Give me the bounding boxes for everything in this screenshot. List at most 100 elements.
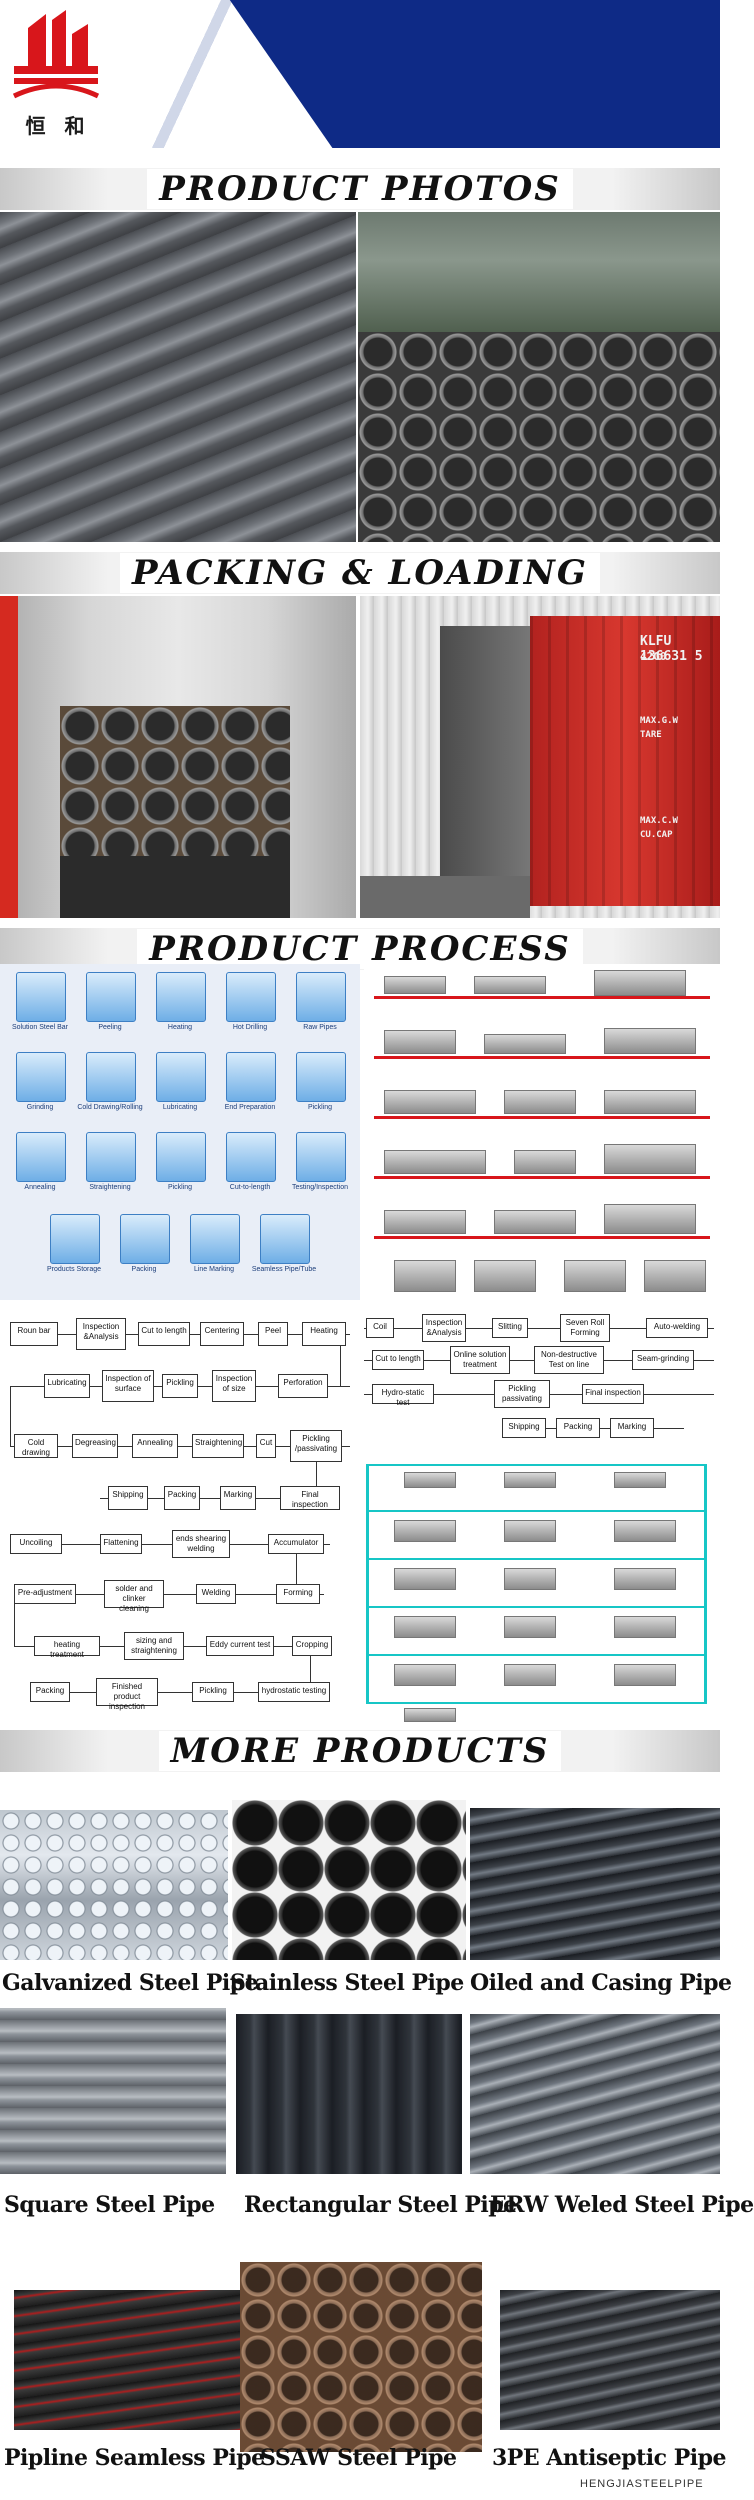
process-label: Annealing xyxy=(24,1184,56,1191)
flow-step: Pickling xyxy=(192,1682,234,1702)
flow-step: Marking xyxy=(610,1418,654,1438)
process-icon xyxy=(16,1132,66,1182)
process-icon xyxy=(16,1052,66,1102)
flow-step: Straightening xyxy=(192,1434,244,1458)
container-mark: MAX.G.W xyxy=(640,716,678,726)
process-label: Hot Drilling xyxy=(232,1024,268,1031)
erw-flowchart: Uncoiling Flattening ends shearing weldi… xyxy=(0,1528,360,1728)
flow-step: Pre-adjustment xyxy=(14,1584,76,1604)
product-label: Stainless Steel Pipe xyxy=(230,1970,464,1996)
process-label: End Preparation xyxy=(224,1104,276,1111)
flow-step: ends shearing welding xyxy=(172,1530,230,1558)
product-image-3pe xyxy=(500,2290,720,2430)
process-icon xyxy=(296,1132,346,1182)
flow-step: Hydro-static test xyxy=(372,1384,434,1407)
process-label: Testing/Inspection xyxy=(291,1184,349,1191)
process-icon xyxy=(226,972,276,1022)
flow-step: Welding xyxy=(196,1584,236,1604)
logo-text: 恒 和 xyxy=(25,114,91,138)
photo-pipe-ends xyxy=(358,332,720,542)
product-image-stainless xyxy=(232,1800,466,1960)
product-image-square xyxy=(0,2008,226,2174)
section-title: MORE PRODUCTS xyxy=(158,1731,562,1771)
product-image-seamless xyxy=(14,2290,240,2430)
process-icon xyxy=(156,1052,206,1102)
container-floor xyxy=(60,856,290,918)
flow-step: Pickling /passivating xyxy=(290,1430,342,1462)
process-icon xyxy=(86,1132,136,1182)
product-label: Square Steel Pipe xyxy=(4,2192,215,2218)
process-label: Products Storage xyxy=(46,1266,102,1273)
process-illustrated-diagram xyxy=(364,964,720,1300)
flow-step: Final inspection xyxy=(280,1486,340,1510)
flow-step: Cold drawing xyxy=(14,1434,58,1458)
flow-step: Flattening xyxy=(100,1534,142,1554)
flow-step: Cropping xyxy=(292,1636,332,1656)
header xyxy=(0,0,720,148)
process-icon xyxy=(86,972,136,1022)
section-title: PACKING & LOADING xyxy=(120,553,600,593)
process-icon xyxy=(226,1052,276,1102)
product-image-erw xyxy=(470,2014,720,2174)
container-inside xyxy=(440,626,530,876)
flow-step: Inspection &Analysis xyxy=(422,1314,466,1342)
container-type: 42G0 xyxy=(640,650,667,663)
container-mark: TARE xyxy=(640,730,662,740)
flow-step: Centering xyxy=(200,1322,244,1346)
section-title: PRODUCT PHOTOS xyxy=(147,169,573,209)
section-banner-packing: PACKING & LOADING xyxy=(0,552,720,594)
process-label: Lubricating xyxy=(162,1104,198,1111)
flow-step: Annealing xyxy=(132,1434,178,1458)
flow-step: sizing and straightening xyxy=(124,1632,184,1660)
process-label: Solution Steel Bar xyxy=(11,1024,69,1031)
container-mark: MAX.C.W xyxy=(640,816,678,826)
process-icon xyxy=(156,972,206,1022)
product-label: Pipline Seamless Pipe xyxy=(4,2445,265,2471)
flow-step: Cut xyxy=(256,1434,276,1458)
flow-step: Packing xyxy=(556,1418,600,1438)
process-label: Raw Pipes xyxy=(303,1024,337,1031)
product-image-galvanized xyxy=(0,1810,228,1960)
process-label: Pickling xyxy=(167,1184,193,1191)
container-id: KLFU 136631 5 xyxy=(640,634,703,664)
flow-step: Marking xyxy=(220,1486,256,1510)
flow-step: Shipping xyxy=(502,1418,546,1438)
flow-step: hydrostatic testing xyxy=(258,1682,330,1702)
flow-step: Roun bar xyxy=(10,1322,58,1346)
flow-step: Forming xyxy=(276,1584,320,1604)
welded-flowchart: Coil Inspection &Analysis Slitting Seven… xyxy=(364,1310,720,1450)
process-label: Packing xyxy=(131,1266,157,1273)
container-red-door: KLFU 136631 5 42G0 MAX.G.W TARE MAX.C.W … xyxy=(530,616,720,906)
flow-step: Inspection of surface xyxy=(102,1370,154,1402)
process-icon xyxy=(190,1214,240,1264)
flow-step: Seven Roll Forming xyxy=(560,1314,610,1342)
process-icon xyxy=(296,1052,346,1102)
process-label: Pickling xyxy=(307,1104,333,1111)
flow-step: Accumulator xyxy=(268,1534,324,1554)
flow-step: Pickling xyxy=(162,1374,198,1398)
process-label: Peeling xyxy=(98,1024,122,1031)
flow-step: Online solution treatment xyxy=(450,1346,510,1374)
flow-step: Inspection of size xyxy=(212,1370,256,1402)
section-banner-product-photos: PRODUCT PHOTOS xyxy=(0,168,720,210)
process-label: Heating xyxy=(167,1024,193,1031)
process-icon xyxy=(156,1132,206,1182)
flow-step: Lubricating xyxy=(44,1374,90,1398)
product-label: SSAW Steel Pipe xyxy=(260,2445,457,2471)
process-icon xyxy=(120,1214,170,1264)
building-logo-icon xyxy=(12,10,100,99)
section-banner-more-products: MORE PRODUCTS xyxy=(0,1730,720,1772)
flow-step: Packing xyxy=(164,1486,200,1510)
product-image-oiled-casing xyxy=(470,1808,720,1960)
section-banner-process: PRODUCT PROCESS xyxy=(0,928,720,970)
flow-step: Degreasing xyxy=(72,1434,118,1458)
process-cyan-diagram xyxy=(364,1450,720,1724)
process-label: Grinding xyxy=(26,1104,54,1111)
flow-step: Pickling passivating xyxy=(494,1380,550,1408)
container-mark: CU.CAP xyxy=(640,830,673,840)
flow-step: Seam-grinding xyxy=(632,1350,694,1370)
flow-step: Non-destructive Test on line xyxy=(534,1346,604,1374)
ground xyxy=(360,876,530,918)
flow-step: Uncoiling xyxy=(10,1534,62,1554)
product-image-rectangular xyxy=(236,2014,462,2174)
